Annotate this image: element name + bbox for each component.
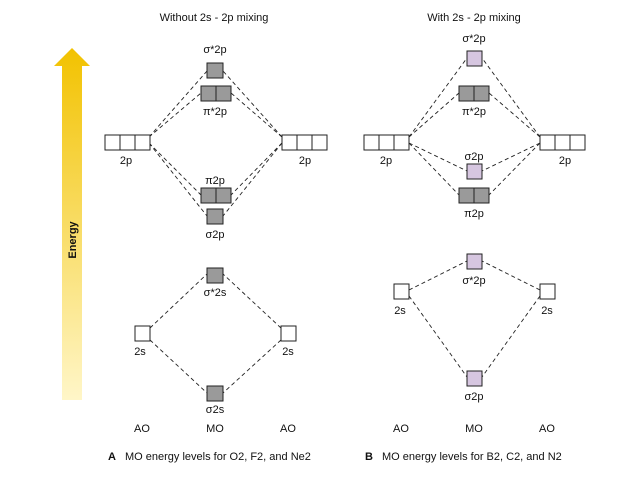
panel-a-sigma2s-star-label: σ*2s xyxy=(204,287,227,299)
panel-a-ao-2p-left xyxy=(104,134,151,151)
panel-b-connectors-2s xyxy=(408,260,541,378)
panel-a-sigma2s-label: σ2s xyxy=(206,404,225,416)
panel-b-sigma2p-label: σ2p xyxy=(464,151,483,163)
panel-b-ao-2p-left xyxy=(363,134,410,151)
panel-a-ao-2s-right-label: 2s xyxy=(282,346,294,358)
panel-b-mo-pi2p-star xyxy=(458,85,490,102)
panel-a-mo-sigma2s xyxy=(206,385,224,402)
panel-b-pi2p-label: π2p xyxy=(464,208,484,220)
panel-b-ao-2p-right-label: 2p xyxy=(559,155,571,167)
panel-b-ao-2s-right xyxy=(539,283,556,300)
panel-a-sigma2p-star-label: σ*2p xyxy=(203,44,226,56)
left-panel-title: Without 2s - 2p mixing xyxy=(160,12,269,24)
panel-b-ao-2s-left xyxy=(393,283,410,300)
panel-b-ao-2p-right xyxy=(539,134,586,151)
panel-a-ao-2p-left-label: 2p xyxy=(120,155,132,167)
panel-a-pi2p-label: π2p xyxy=(205,175,225,187)
panel-a-mo-pi2p-star xyxy=(200,85,232,102)
panel-a-col-ao-left: AO xyxy=(134,423,150,435)
panel-b-mo-sigma2p-star xyxy=(466,50,483,67)
panel-a-mo-pi2p xyxy=(200,187,232,204)
energy-arrow xyxy=(54,48,90,400)
panel-b-mo-sigma2s-star xyxy=(466,253,483,270)
panel-a-connectors-2s xyxy=(149,273,282,394)
panel-a-ao-2p-right-label: 2p xyxy=(299,155,311,167)
panel-a-pi2p-star-label: π*2p xyxy=(203,106,227,118)
panel-b-connectors-2p xyxy=(408,57,541,196)
panel-a-sigma2p-label: σ2p xyxy=(205,229,224,241)
panel-a: 2p 2p σ*2p π*2p π2p σ2p σ*2s 2s xyxy=(104,44,328,463)
panel-b-col-ao-right: AO xyxy=(539,423,555,435)
panel-b-col-ao-left: AO xyxy=(393,423,409,435)
panel-a-connectors-2p xyxy=(148,70,283,217)
panel-a-ao-2s-right xyxy=(280,325,297,342)
panel-b-mo-sigma2p xyxy=(466,163,483,180)
panel-b-caption-letter: B xyxy=(365,451,373,463)
panel-a-col-mo: MO xyxy=(206,423,224,435)
panel-b-mo-pi2p xyxy=(458,187,490,204)
panel-b-sigma2p-star-label: σ*2p xyxy=(462,33,485,45)
right-panel-title: With 2s - 2p mixing xyxy=(427,12,521,24)
panel-a-caption: A MO energy levels for O2, F2, and Ne2 xyxy=(108,451,311,463)
panel-a-mo-sigma2p-star xyxy=(206,62,224,79)
panel-a-ao-2s-left-label: 2s xyxy=(134,346,146,358)
energy-arrow-icon xyxy=(54,48,90,400)
panel-b: 2p 2p σ*2p π*2p σ2p π2p σ*2p 2s xyxy=(363,33,586,463)
panel-b-sigma2s-label: σ2p xyxy=(464,391,483,403)
panel-a-caption-letter: A xyxy=(108,451,116,463)
panel-a-mo-sigma2s-star xyxy=(206,267,224,284)
panel-a-ao-2p-right xyxy=(281,134,328,151)
panel-a-col-ao-right: AO xyxy=(280,423,296,435)
panel-b-pi2p-star-label: π*2p xyxy=(462,106,486,118)
panel-b-ao-2s-right-label: 2s xyxy=(541,305,553,317)
panel-b-ao-2s-left-label: 2s xyxy=(394,305,406,317)
panel-a-caption-text: MO energy levels for O2, F2, and Ne2 xyxy=(125,451,311,463)
panel-b-mo-sigma2s xyxy=(466,370,483,387)
panel-b-col-mo: MO xyxy=(465,423,483,435)
panel-a-ao-2s-left xyxy=(134,325,151,342)
panel-b-ao-2p-left-label: 2p xyxy=(380,155,392,167)
panel-b-caption: B MO energy levels for B2, C2, and N2 xyxy=(365,451,562,463)
panel-a-mo-sigma2p xyxy=(206,208,224,225)
panel-b-sigma2s-star-label: σ*2p xyxy=(462,275,485,287)
energy-axis-label: Energy xyxy=(67,220,79,258)
panel-b-caption-text: MO energy levels for B2, C2, and N2 xyxy=(382,451,562,463)
